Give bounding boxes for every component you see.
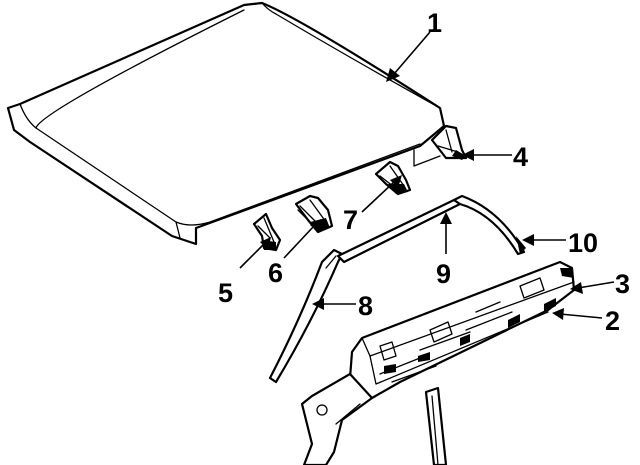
callout-8: 8 <box>358 291 373 321</box>
lock-pillar <box>424 386 448 465</box>
callout-2: 2 <box>605 306 620 336</box>
rear-corner-bracket <box>430 124 468 160</box>
callout-1: 1 <box>427 8 442 38</box>
leader-lines <box>239 31 615 320</box>
roof-bow-rear <box>374 160 412 196</box>
callout-6: 6 <box>268 258 283 288</box>
callout-labels: 1 2 3 4 5 6 7 8 9 10 <box>218 8 630 336</box>
callout-5: 5 <box>218 278 233 308</box>
windshield-pillar <box>300 372 374 465</box>
callout-10: 10 <box>568 228 598 258</box>
callout-7: 7 <box>343 205 358 235</box>
callout-9: 9 <box>436 259 451 289</box>
roof-bow-center <box>294 194 334 234</box>
roof-panel <box>6 1 446 246</box>
side-rail-assembly <box>348 260 576 400</box>
rear-drip-molding <box>452 194 526 256</box>
callout-4: 4 <box>513 142 528 172</box>
callout-3: 3 <box>615 269 630 299</box>
